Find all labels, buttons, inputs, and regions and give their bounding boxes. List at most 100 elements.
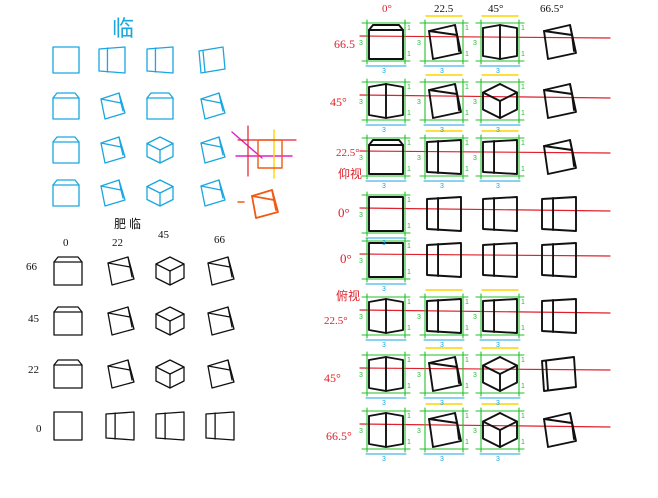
black-cube-sketch — [127, 359, 131, 371]
black-cube-sketch — [569, 139, 573, 151]
black-cube-sketch — [428, 418, 458, 424]
grid-number: 1 — [465, 166, 469, 173]
grid-number: 3 — [382, 342, 386, 349]
black-cube-sketch — [543, 89, 573, 95]
left-col-label: 0 — [63, 237, 69, 249]
black-cube-sketch — [428, 356, 462, 392]
black-cube-sketch — [456, 366, 460, 384]
horizon-line — [359, 253, 611, 257]
orange-cube-sketch — [271, 189, 275, 201]
right-row-label: 0° — [338, 205, 350, 220]
grid-number: 1 — [465, 299, 469, 306]
blue-cube-sketch — [120, 189, 124, 199]
grid-number: 3 — [359, 155, 363, 162]
black-cube-sketch — [456, 422, 460, 440]
blue-cube-sketch — [220, 146, 224, 156]
grid-number: 1 — [521, 110, 525, 117]
blue-cube-sketch — [52, 179, 80, 207]
black-cube-sketch — [53, 256, 83, 286]
grid-number: 3 — [496, 183, 500, 190]
black-cube-sketch — [105, 411, 135, 441]
black-cube-sketch — [207, 262, 231, 268]
horizon-line — [359, 94, 611, 99]
grid-number: 3 — [382, 183, 386, 190]
black-cube-sketch — [499, 420, 518, 431]
black-cube-sketch — [428, 89, 458, 95]
grid-number: 1 — [521, 299, 525, 306]
grid-number: 1 — [407, 223, 411, 230]
grid-number: 3 — [440, 342, 444, 349]
construction-box — [257, 139, 283, 169]
blue-cube-sketch — [146, 92, 174, 120]
right-group-label: 仰视 — [338, 167, 363, 181]
black-cube-sketch — [543, 145, 573, 151]
grid-number: 1 — [465, 413, 469, 420]
blue-cube-sketch — [200, 92, 226, 120]
blue-cube-sketch — [118, 92, 122, 104]
black-cube-sketch — [428, 362, 458, 368]
grid-number: 3 — [496, 68, 500, 75]
grid-number: 3 — [440, 400, 444, 407]
grid-number: 1 — [407, 413, 411, 420]
blue-cube-sketch — [100, 98, 122, 104]
horizon-line — [359, 423, 611, 428]
blue-cube-sketch — [200, 179, 226, 207]
black-cube-sketch — [169, 366, 185, 375]
black-cube-sketch — [454, 24, 458, 36]
grid-number: 3 — [382, 127, 386, 134]
black-cube-sketch — [426, 242, 462, 278]
grid-number: 1 — [407, 51, 411, 58]
grid-number: 3 — [417, 155, 421, 162]
grid-number: 3 — [496, 400, 500, 407]
grid-number: 1 — [465, 439, 469, 446]
black-cube-sketch — [541, 196, 577, 232]
black-cube-sketch — [454, 83, 458, 95]
black-cube-sketch — [543, 139, 577, 175]
grid-number: 3 — [473, 428, 477, 435]
black-cube-sketch — [53, 411, 83, 441]
grid-number: 1 — [407, 25, 411, 32]
black-cube-sketch — [169, 313, 185, 322]
grid-number: 3 — [359, 40, 363, 47]
black-cube-sketch — [569, 412, 573, 424]
grid-number: 3 — [359, 372, 363, 379]
blue-cube-sketch — [100, 185, 122, 191]
orange-cube-sketch — [251, 189, 279, 219]
black-cube-sketch — [107, 312, 131, 318]
blue-cube-sketch — [218, 92, 222, 104]
grid-number: 1 — [465, 140, 469, 147]
grid-number: 1 — [521, 166, 525, 173]
grid-number: 1 — [521, 357, 525, 364]
black-cube-sketch — [155, 411, 185, 441]
black-cube-sketch — [571, 149, 575, 167]
black-cube-sketch — [227, 306, 231, 318]
black-cube-sketch — [129, 369, 133, 381]
black-cube-sketch — [107, 306, 135, 336]
black-cube-sketch — [155, 366, 171, 375]
blue-cube-sketch — [118, 136, 122, 148]
black-cube-sketch — [482, 298, 518, 334]
black-cube-sketch — [229, 266, 233, 278]
grid-number: 3 — [382, 400, 386, 407]
horizon-line — [359, 150, 611, 154]
black-cube-sketch — [482, 91, 501, 102]
right-group-label: 俯视 — [336, 289, 361, 303]
black-cube-sketch — [456, 93, 460, 111]
grid-number: 3 — [359, 428, 363, 435]
grid-number: 1 — [521, 25, 525, 32]
grid-number: 3 — [440, 183, 444, 190]
grid-number: 3 — [473, 372, 477, 379]
blue-cube-sketch — [200, 136, 226, 164]
grid-number: 3 — [382, 286, 386, 293]
black-cube-sketch — [207, 256, 235, 286]
black-cube-sketch — [368, 242, 404, 278]
left-col-label: 45 — [158, 229, 169, 241]
grid-number: 3 — [473, 99, 477, 106]
grid-number: 1 — [521, 325, 525, 332]
grid-number: 1 — [465, 25, 469, 32]
black-cube-sketch — [127, 306, 131, 318]
grid-number: 1 — [407, 269, 411, 276]
black-cube-sketch — [229, 369, 233, 381]
